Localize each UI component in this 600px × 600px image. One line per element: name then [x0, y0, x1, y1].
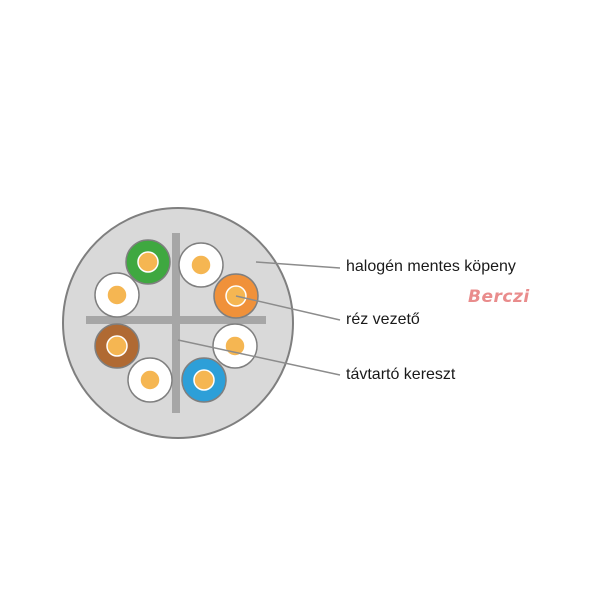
- leader-lines: [177, 261, 341, 376]
- label-sheath: halogén mentes köpeny: [346, 258, 516, 275]
- leader-line-separator: [177, 339, 341, 376]
- conductor-brown: [94, 323, 140, 369]
- conductor-white-orange-right: [212, 323, 258, 369]
- label-conductor: réz vezető: [346, 311, 420, 328]
- conductor-white-green: [94, 272, 140, 318]
- conductor-white-brown: [127, 357, 173, 403]
- conductor-green: [125, 239, 171, 285]
- separator-horizontal-bar: [86, 316, 266, 324]
- leader-line-sheath: [255, 261, 341, 269]
- label-separator: távtartó kereszt: [346, 366, 456, 383]
- conductor-white-orange-top: [178, 242, 224, 288]
- leader-line-conductor: [235, 295, 341, 321]
- watermark-logo: Berczi: [468, 287, 530, 307]
- conductor-blue: [181, 357, 227, 403]
- separator-cross: [86, 233, 266, 413]
